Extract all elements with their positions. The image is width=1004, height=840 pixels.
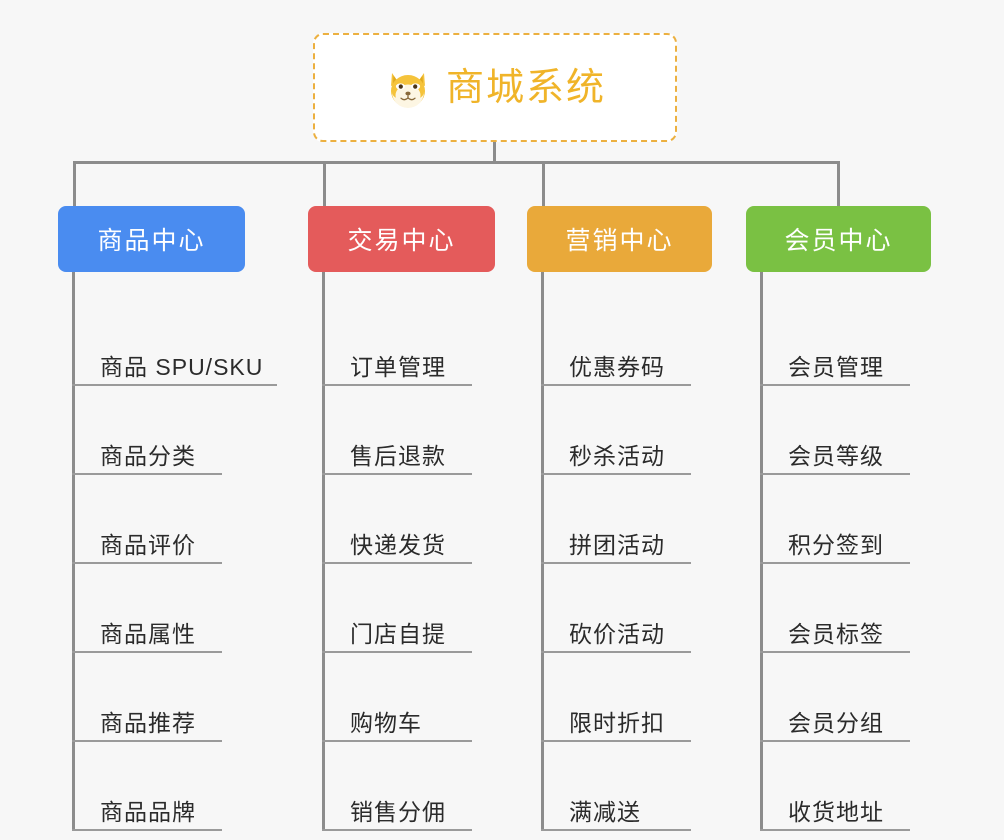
leaf-area-2: 订单管理 售后退款 快递发货 门店自提 购物车 销售分佣 (308, 272, 495, 831)
leaf-item[interactable]: 拼团活动 (541, 475, 691, 564)
leaf-area-4: 会员管理 会员等级 积分签到 会员标签 会员分组 收货地址 (746, 272, 931, 831)
leaf-item[interactable]: 商品评价 (72, 475, 222, 564)
leaf-label: 销售分佣 (350, 798, 446, 825)
category-title-4: 会员中心 (784, 227, 893, 255)
leaf-list-1: 商品 SPU/SKU 商品分类 商品评价 商品属性 商品推荐 商品品牌 (58, 297, 278, 831)
leaf-label: 满减送 (569, 798, 641, 825)
trunk-line-1 (72, 272, 75, 831)
category-title-3: 营销中心 (565, 227, 674, 255)
leaf-label: 收货地址 (788, 798, 884, 825)
branch-column-1: 商品中心 商品 SPU/SKU 商品分类 商品评价 商品属性 商品推荐 商品品牌 (58, 206, 278, 831)
shiba-dog-face-icon (384, 64, 432, 112)
leaf-item[interactable]: 商品推荐 (72, 653, 222, 742)
leaf-label: 积分签到 (788, 531, 884, 558)
connector-horizontal-bus (73, 161, 840, 164)
leaf-item[interactable]: 会员分组 (760, 653, 910, 742)
category-header-2[interactable]: 交易中心 (308, 206, 495, 272)
leaf-label: 购物车 (350, 709, 422, 736)
leaf-label: 门店自提 (350, 620, 446, 647)
leaf-item[interactable]: 商品 SPU/SKU (72, 297, 278, 386)
connector-root-stub (493, 142, 496, 164)
leaf-label: 商品属性 (100, 620, 196, 647)
trunk-line-4 (760, 272, 763, 831)
leaf-item[interactable]: 门店自提 (322, 564, 472, 653)
connector-drop-4 (837, 161, 840, 208)
category-title-2: 交易中心 (347, 227, 456, 255)
leaf-label: 限时折扣 (569, 709, 665, 736)
leaf-area-3: 优惠券码 秒杀活动 拼团活动 砍价活动 限时折扣 满减送 (527, 272, 712, 831)
root-title: 商城系统 (445, 66, 606, 109)
trunk-line-2 (322, 272, 325, 831)
leaf-label: 订单管理 (350, 353, 446, 380)
trunk-line-3 (541, 272, 544, 831)
leaf-label: 秒杀活动 (569, 442, 665, 469)
connector-drop-1 (73, 161, 76, 208)
leaf-item[interactable]: 销售分佣 (322, 742, 472, 831)
leaf-list-2: 订单管理 售后退款 快递发货 门店自提 购物车 销售分佣 (308, 297, 495, 831)
leaf-label: 商品品牌 (100, 798, 196, 825)
leaf-item[interactable]: 优惠券码 (541, 297, 691, 386)
leaf-label: 拼团活动 (569, 531, 665, 558)
branch-column-3: 营销中心 优惠券码 秒杀活动 拼团活动 砍价活动 限时折扣 满减送 (527, 206, 712, 831)
leaf-item[interactable]: 订单管理 (322, 297, 472, 386)
connector-drop-3 (542, 161, 545, 208)
leaf-item[interactable]: 积分签到 (760, 475, 910, 564)
leaf-item[interactable]: 商品属性 (72, 564, 222, 653)
leaf-area-1: 商品 SPU/SKU 商品分类 商品评价 商品属性 商品推荐 商品品牌 (58, 272, 278, 831)
connector-drop-2 (323, 161, 326, 208)
category-header-3[interactable]: 营销中心 (527, 206, 712, 272)
category-header-1[interactable]: 商品中心 (58, 206, 245, 272)
leaf-label: 会员标签 (788, 620, 884, 647)
leaf-item[interactable]: 秒杀活动 (541, 386, 691, 475)
leaf-label: 商品推荐 (100, 709, 196, 736)
leaf-label: 优惠券码 (569, 353, 665, 380)
branch-column-2: 交易中心 订单管理 售后退款 快递发货 门店自提 购物车 销售分佣 (308, 206, 495, 831)
leaf-label: 商品分类 (100, 442, 196, 469)
leaf-label: 售后退款 (350, 442, 446, 469)
leaf-label: 会员分组 (788, 709, 884, 736)
leaf-item[interactable]: 商品品牌 (72, 742, 222, 831)
leaf-item[interactable]: 收货地址 (760, 742, 910, 831)
leaf-item[interactable]: 购物车 (322, 653, 472, 742)
leaf-item[interactable]: 售后退款 (322, 386, 472, 475)
leaf-item[interactable]: 限时折扣 (541, 653, 691, 742)
leaf-label: 会员等级 (788, 442, 884, 469)
category-title-1: 商品中心 (97, 227, 206, 255)
leaf-label: 砍价活动 (569, 620, 665, 647)
leaf-item[interactable]: 砍价活动 (541, 564, 691, 653)
category-header-4[interactable]: 会员中心 (746, 206, 931, 272)
leaf-item[interactable]: 快递发货 (322, 475, 472, 564)
leaf-label: 商品评价 (100, 531, 196, 558)
leaf-label: 会员管理 (788, 353, 884, 380)
leaf-item[interactable]: 满减送 (541, 742, 691, 831)
leaf-list-3: 优惠券码 秒杀活动 拼团活动 砍价活动 限时折扣 满减送 (527, 297, 712, 831)
leaf-item[interactable]: 会员标签 (760, 564, 910, 653)
root-node[interactable]: 商城系统 (313, 33, 677, 142)
leaf-label: 快递发货 (350, 531, 446, 558)
leaf-item[interactable]: 会员管理 (760, 297, 910, 386)
branch-column-4: 会员中心 会员管理 会员等级 积分签到 会员标签 会员分组 收货地址 (746, 206, 931, 831)
leaf-item[interactable]: 商品分类 (72, 386, 222, 475)
leaf-label: 商品 SPU/SKU (100, 353, 264, 380)
leaf-list-4: 会员管理 会员等级 积分签到 会员标签 会员分组 收货地址 (746, 297, 931, 831)
leaf-item[interactable]: 会员等级 (760, 386, 910, 475)
